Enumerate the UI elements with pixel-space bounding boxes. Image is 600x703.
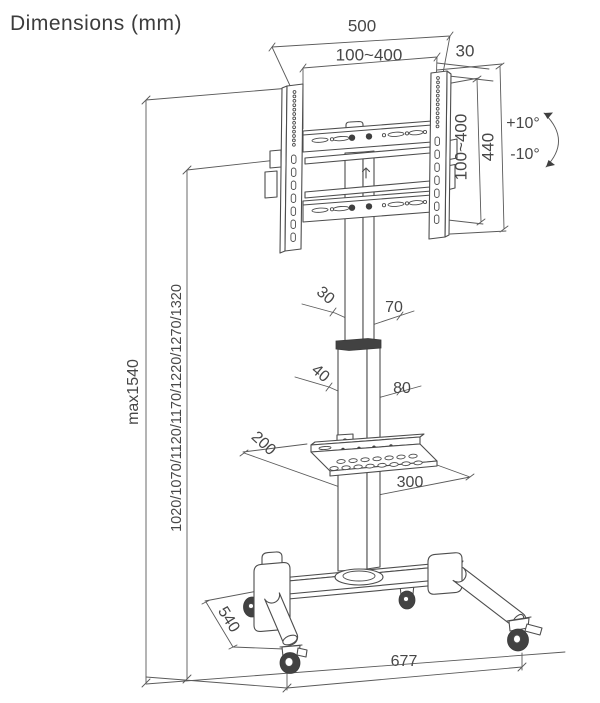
- caster-front-left: [279, 644, 308, 674]
- shelf: [310, 433, 438, 477]
- dim-label-440: 440: [478, 132, 498, 162]
- dim-line-540: [201, 589, 285, 650]
- dim-label-upper-pole-70: 70: [385, 299, 403, 316]
- dim-label-lower-pole-80: 80: [393, 380, 411, 397]
- base-right-hub: [427, 552, 463, 595]
- dim-label-tilt-down: -10°: [510, 146, 540, 163]
- dim-line-440: [436, 62, 509, 235]
- dim-label-30-depth: 30: [455, 41, 475, 61]
- dim-label-vesa-v: 100~400: [451, 113, 471, 181]
- dim-label-500: 500: [347, 16, 377, 36]
- dim-label-vesa-h: 100~400: [335, 45, 403, 65]
- ground-line-2: [145, 676, 288, 689]
- shelf-holes: [329, 453, 423, 471]
- rail-slots: [290, 154, 297, 242]
- tilt-arrow-down: [546, 160, 555, 167]
- dim-line-500: [268, 31, 454, 93]
- tilt-arrow-up: [544, 112, 553, 119]
- rail-holes: [292, 90, 297, 147]
- crossbar-upper: [302, 120, 433, 153]
- dim-label-max1540: max1540: [125, 359, 142, 425]
- dim-label-screen-heights: 1020/1070/1120/1170/1220/1270/1320: [168, 284, 185, 532]
- dim-line-max1540: [141, 87, 291, 688]
- dim-label-677: 677: [390, 653, 418, 670]
- rail-slots: [433, 136, 440, 224]
- ground-line: [145, 651, 566, 685]
- left-clamp-lower: [264, 170, 278, 199]
- dim-label-tilt-up: +10°: [506, 115, 540, 132]
- page-title: Dimensions (mm): [10, 12, 183, 35]
- caster-front-right: [506, 616, 543, 652]
- dim-label-shelf-300: 300: [396, 474, 424, 491]
- vesa-rail-left: [279, 83, 304, 254]
- shelf-front-edge: [329, 460, 438, 477]
- upper-pole-front: [344, 151, 364, 343]
- dim-line-vesa-v: [445, 75, 486, 226]
- dim-line-heights: [182, 158, 287, 684]
- dim-line-30-depth: [436, 62, 494, 82]
- telescope-collar: [335, 338, 382, 351]
- left-clamp-upper: [269, 149, 282, 169]
- tv-bracket: [264, 70, 458, 254]
- dim-line-677: [282, 652, 527, 693]
- rail-holes: [435, 76, 440, 129]
- center-arrow: [361, 167, 371, 179]
- vesa-rail-right: [428, 70, 452, 240]
- tilt-arc: [543, 112, 559, 168]
- upper-pole-side: [362, 150, 375, 342]
- base-leg-front-left: [264, 592, 299, 646]
